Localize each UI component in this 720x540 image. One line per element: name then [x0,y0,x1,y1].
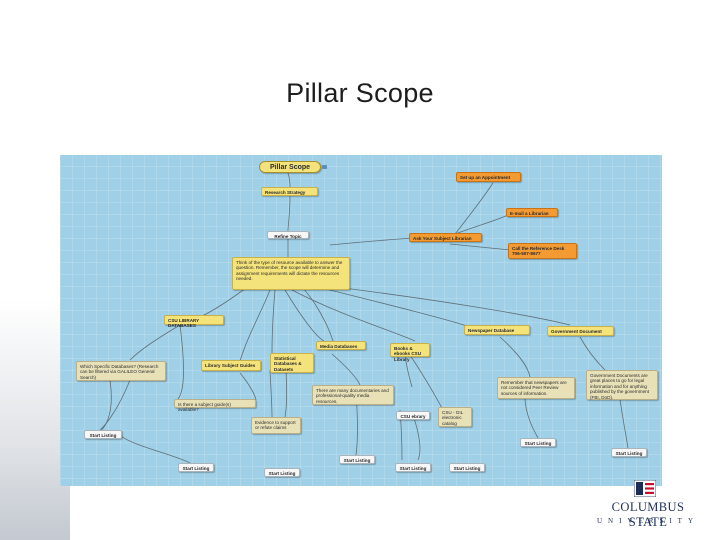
node-csu-ebrary[interactable]: CSU ebrary [396,411,430,420]
node-is-there-guide[interactable]: Is there a subject guide(s) available? [174,399,256,412]
node-media-databases[interactable]: Media Databases [316,341,366,350]
mind-map-links [94,172,629,464]
root-node-tag [322,165,327,169]
root-node[interactable]: Pillar Scope [259,161,321,173]
node-remember-newspapers[interactable]: Remember that newspapers are not conside… [497,377,575,399]
node-call-reference-desk[interactable]: Call the Reference Desk 706-507-8677 [508,243,577,259]
start-listing-node[interactable]: Start Listing [395,463,431,472]
slide-title: Pillar Scope [286,78,434,108]
node-documentaries[interactable]: There are many documentaries and profess… [312,385,394,405]
node-statistical-databases[interactable]: Statistical Databases & Datasets [270,353,314,373]
node-which-specific[interactable]: Which Specific Databases? (Research can … [76,361,166,381]
start-listing-node[interactable]: Start Listing [84,430,122,439]
logo-name-line1: COLUMBUS STATE [611,500,685,529]
node-govt-docs-info[interactable]: Government Documents are great places to… [586,370,658,400]
start-listing-node[interactable]: Start Listing [611,448,647,457]
flag-icon [634,480,656,497]
start-listing-node[interactable]: Start Listing [449,463,485,472]
logo-name-line2: UNIVERSITY [597,517,699,525]
university-logo: COLUMBUS STATE UNIVERSITY [596,480,700,530]
node-email-librarian[interactable]: E-mail a Librarian [506,208,558,217]
node-csu-databases[interactable]: CSU LIBRARY DATABASES [164,315,224,328]
node-evidence[interactable]: Evidence to support or refute claims [251,417,301,434]
node-research-strategy[interactable]: Research Strategy [261,187,318,196]
node-library-subject-guides[interactable]: Library Subject Guides [201,360,261,371]
node-ask-subject-librarian[interactable]: Ask Your Subject Librarian [409,233,482,242]
node-refine-topic[interactable]: Refine Topic [267,231,309,239]
node-government-document[interactable]: Government Document [547,326,614,336]
node-think-types[interactable]: Think of the type of resource available … [232,257,350,290]
background-graphic [0,300,70,540]
node-csu-catalog[interactable]: CSU - GIL electronic catalog [438,407,472,427]
mind-map: Pillar Scope Research Strategy Refine To… [60,155,662,486]
start-listing-node[interactable]: Start Listing [520,438,556,447]
start-listing-node[interactable]: Start Listing [264,468,300,477]
node-set-up-appointment[interactable]: Set up an Appointment [456,172,521,182]
start-listing-node[interactable]: Start Listing [339,455,375,464]
start-listing-node[interactable]: Start Listing [178,463,214,472]
node-newspaper-database[interactable]: Newspaper Database [464,325,530,335]
node-ebooks[interactable]: Books & ebooks CSU Library [390,343,430,362]
